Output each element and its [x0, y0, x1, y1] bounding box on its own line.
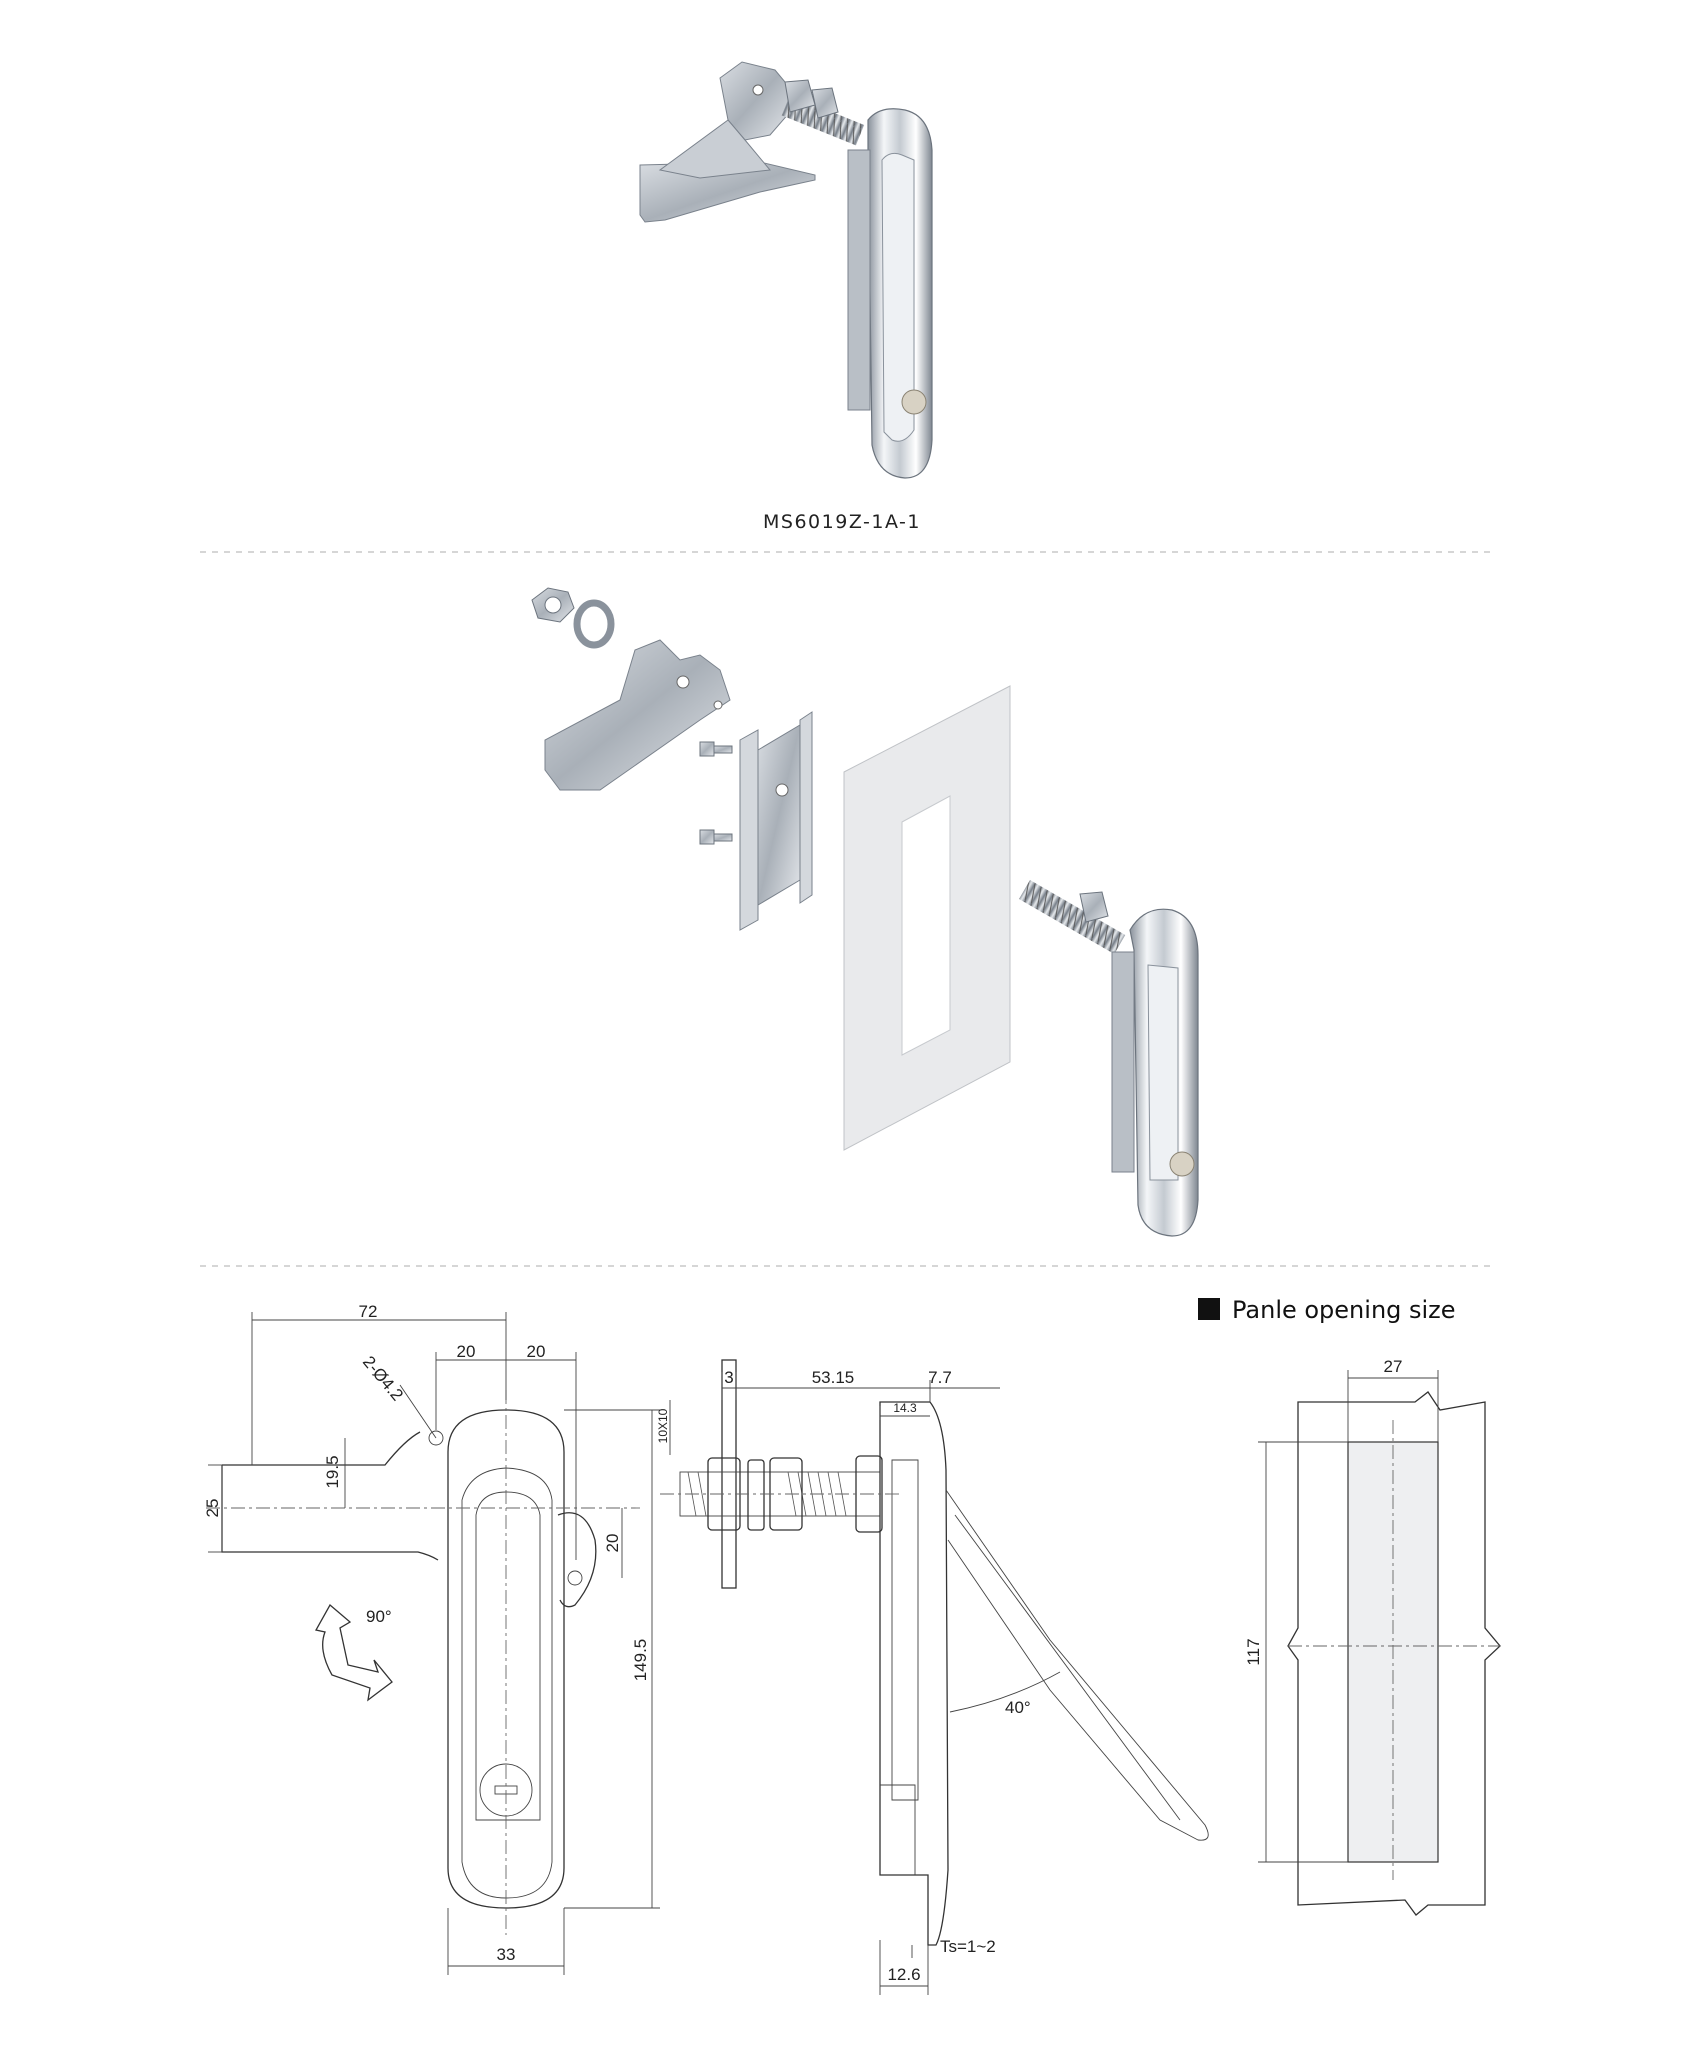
dim-square-shaft: 10X10: [656, 1408, 670, 1443]
dim-stud-length: 53.15: [812, 1368, 855, 1387]
dim-panel-thickness: Ts=1~2: [940, 1937, 996, 1956]
dim-cam-thickness: 3: [724, 1368, 733, 1387]
front-view-drawing: [206, 1312, 660, 1975]
panel-opening-drawing: [1258, 1370, 1501, 1916]
dim-bottom-depth: 12.6: [887, 1965, 920, 1984]
dim-height-top: 19.5: [323, 1455, 342, 1488]
dim-face-depth: 14.3: [893, 1401, 917, 1415]
dim-offset-right: 20: [527, 1342, 546, 1361]
dim-body-width: 33: [497, 1945, 516, 1964]
assembled-handle-illustration: [639, 61, 933, 479]
dim-open-angle: 40°: [1005, 1698, 1031, 1717]
dim-width-overall: 72: [359, 1302, 378, 1321]
dim-cutout-height: 117: [1244, 1638, 1263, 1665]
dim-rotation: 90°: [366, 1607, 392, 1626]
side-view-drawing: [660, 1359, 1209, 1995]
dim-cam-width: 25: [203, 1499, 222, 1518]
dim-holes: 2-Ø4.2: [359, 1352, 407, 1404]
dim-offset-left: 20: [457, 1342, 476, 1361]
model-caption: MS6019Z-1A-1: [763, 511, 921, 533]
panel-heading: Panle opening size: [1232, 1296, 1456, 1324]
heading-square-icon: [1198, 1298, 1220, 1320]
exploded-view-illustration: [531, 587, 1199, 1237]
dim-cam-offset: 20: [603, 1534, 622, 1553]
dim-cutout-width: 27: [1384, 1357, 1403, 1376]
dim-head-depth: 7.7: [928, 1368, 952, 1387]
dim-body-height: 149.5: [631, 1639, 650, 1682]
